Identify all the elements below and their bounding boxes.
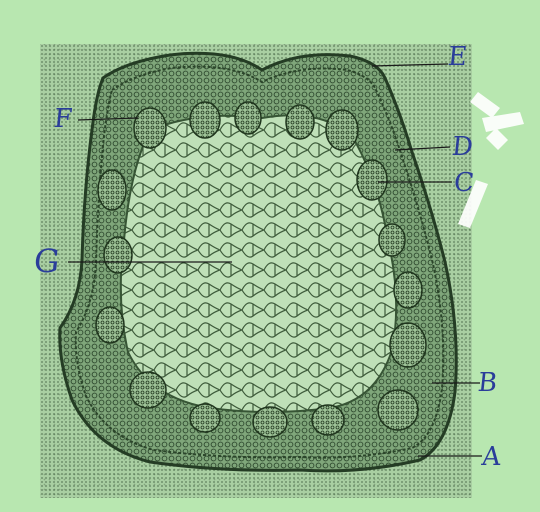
vascular-bundle [190,404,220,432]
vascular-bundle [378,390,418,430]
vascular-bundle [286,105,314,139]
vascular-bundle [394,272,422,308]
label-d: D [451,134,475,160]
label-f: F [53,106,74,132]
label-a: A [481,444,503,470]
vascular-bundle [357,160,387,200]
vascular-bundle [235,102,261,134]
vascular-bundle [98,170,126,210]
vascular-bundle [379,224,405,256]
vascular-bundle [326,110,358,150]
vascular-bundle [312,405,344,435]
label-b: B [477,370,499,396]
vascular-bundle [130,372,166,408]
leader-line-e [372,64,448,66]
vascular-bundle [96,307,124,343]
vascular-bundle [134,108,166,148]
vascular-bundle [253,407,287,437]
pith-region [121,115,396,412]
label-g: G [33,248,61,274]
vascular-bundle [104,237,132,273]
label-e: E [447,44,469,70]
label-c: C [453,170,476,196]
vascular-bundle [190,102,220,138]
vascular-bundle [390,323,426,367]
